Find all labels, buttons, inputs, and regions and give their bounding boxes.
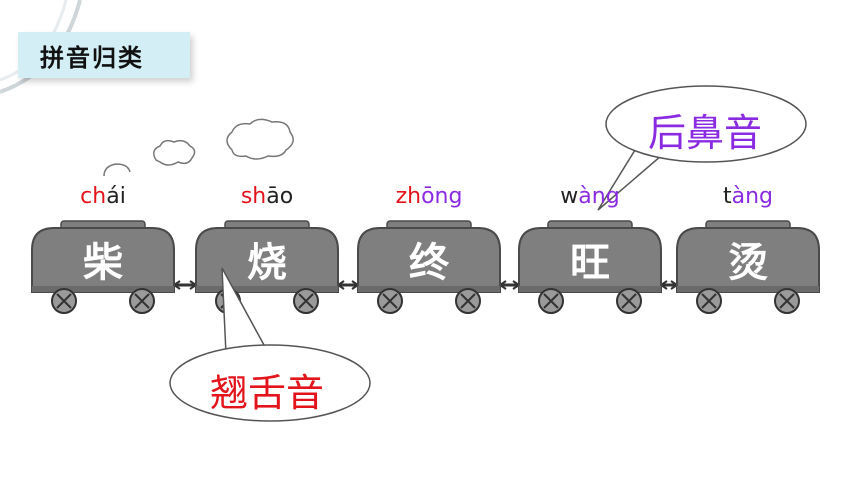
pinyin-segment: w	[560, 184, 579, 209]
wheel-spoke	[298, 293, 314, 309]
smoke-puff-large	[226, 118, 294, 160]
pinyin-segment: āo	[266, 184, 294, 209]
car-base	[32, 286, 174, 292]
car-character: 烧	[247, 239, 287, 286]
car-pinyin: zhōng	[396, 184, 463, 214]
wheel-spoke	[460, 293, 476, 309]
pinyin-segment: sh	[240, 184, 267, 209]
smoke-puff-medium	[153, 139, 196, 166]
train-car-body	[357, 227, 501, 293]
car-pinyin: shāo	[241, 184, 293, 214]
wheel-spoke	[779, 293, 795, 309]
smoke-puff-small	[103, 163, 131, 177]
bubble-retroflex	[169, 267, 371, 422]
car-character: 柴	[83, 239, 123, 286]
pinyin-segment: àng	[731, 184, 774, 209]
car-character: 终	[409, 239, 449, 286]
wheel-spoke	[134, 293, 150, 309]
car-character: 旺	[570, 239, 610, 286]
train-car-body	[195, 227, 339, 293]
car-base	[358, 286, 500, 292]
car-base	[519, 286, 661, 292]
train	[31, 220, 820, 314]
wheel-spoke	[543, 293, 559, 309]
bubble-back-nasal-label: 后鼻音	[648, 111, 763, 155]
bubble-retroflex-label: 翘舌音	[210, 371, 325, 415]
train-car-body	[31, 227, 175, 293]
car-base	[196, 286, 338, 292]
pinyin-segment: zh	[395, 184, 422, 209]
car-pinyin: chái	[80, 184, 126, 214]
pinyin-segment: ch	[80, 184, 107, 209]
wheel-spoke	[701, 293, 717, 309]
bubble-retroflex-shape	[169, 344, 371, 422]
car-base	[677, 286, 819, 292]
pinyin-segment: àng	[578, 184, 620, 209]
car-character: 烫	[728, 239, 768, 286]
pinyin-segment: t	[722, 184, 732, 209]
pinyin-segment: ái	[106, 184, 126, 209]
wheel-spoke	[382, 293, 398, 309]
wheel-spoke	[621, 293, 637, 309]
pinyin-segment: ōng	[421, 184, 463, 209]
car-pinyin: tàng	[723, 184, 773, 214]
wheel-spoke	[56, 293, 72, 309]
train-car-body	[676, 227, 820, 293]
section-title: 拼音归类	[18, 32, 190, 78]
train-car-body	[518, 227, 662, 293]
bubble-back-nasal	[597, 85, 807, 211]
bubble-back-nasal-shape	[605, 85, 807, 163]
car-pinyin: wàng	[560, 184, 619, 214]
